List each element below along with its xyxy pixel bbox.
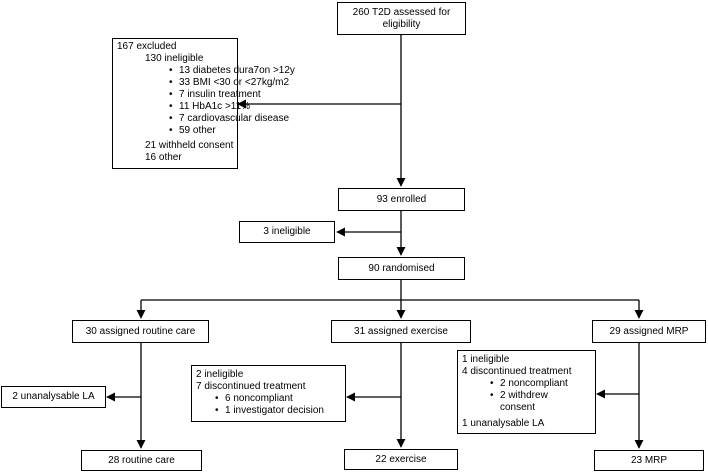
exclusion-reason: 33 BMI <30 or <27kg/m2 [169,77,289,89]
mrp-loss-line: 1 ineligible [462,354,510,365]
exercise-final-box: 22 exercise [344,449,458,470]
excluded-box: 167 excluded 130 ineligible 13 diabetes … [112,38,295,169]
exclusion-reason: 59 other [169,125,216,137]
exercise-loss-line: 7 discontinued treatment [196,381,306,392]
mrp-loss-bullet: 2 withdrew [490,390,548,402]
routine-loss-text: 2 unanalysable LA [12,391,95,402]
exercise-loss-box: 2 ineligible 7 discontinued treatment 6 … [191,365,346,422]
exercise-final-text: 22 exercise [375,453,427,465]
ineligible-box: 3 ineligible [239,221,335,243]
exercise-assigned-text: 31 assigned exercise [354,325,448,337]
assessed-text: 260 T2D assessed for eligibility [352,6,451,30]
exclusion-reason: 13 diabetes dura7on >12y [169,65,295,77]
excluded-withheld: 21 withheld consent [145,140,234,151]
randomised-text: 90 randomised [368,262,435,274]
mrp-final-text: 23 MRP [630,454,668,466]
enrolled-box: 93 enrolled [338,188,465,211]
routine-final-box: 28 routine care [81,450,202,471]
routine-assigned-text: 30 assigned routine care [85,325,196,337]
enrolled-text: 93 enrolled [376,193,427,205]
exercise-assigned-box: 31 assigned exercise [331,320,471,343]
exercise-loss-line: 2 ineligible [196,369,244,380]
routine-loss-box: 2 unanalysable LA [1,386,106,408]
mrp-assigned-text: 29 assigned MRP [609,325,689,337]
mrp-loss-line: 4 discontinued treatment [462,366,572,377]
mrp-assigned-box: 29 assigned MRP [592,320,706,343]
mrp-loss-box: 1 ineligible 4 discontinued treatment 2 … [457,350,596,434]
routine-final-text: 28 routine care [108,454,175,466]
exclusion-reason: 7 insulin treatment [169,89,261,101]
excluded-other: 16 other [145,152,182,163]
mrp-loss-bullet: 2 noncompliant [490,378,568,390]
excluded-title: 167 excluded [117,41,177,52]
routine-assigned-box: 30 assigned routine care [72,320,209,343]
mrp-final-box: 23 MRP [594,450,704,471]
exercise-loss-bullet: 1 investigator decision [215,405,324,417]
mrp-loss-tail: 1 unanalysable LA [462,418,545,429]
ineligible-text: 3 ineligible [263,226,311,237]
assessed-box: 260 T2D assessed for eligibility [337,2,466,35]
mrp-loss-bullet-cont: consent [500,402,536,413]
exercise-loss-bullet: 6 noncompliant [215,393,293,405]
exclusion-reason: 7 cardiovascular disease [169,113,289,125]
excluded-ineligible: 130 ineligible [145,53,204,64]
randomised-box: 90 randomised [338,257,465,280]
exclusion-reason: 11 HbA1c >11% [169,101,250,113]
